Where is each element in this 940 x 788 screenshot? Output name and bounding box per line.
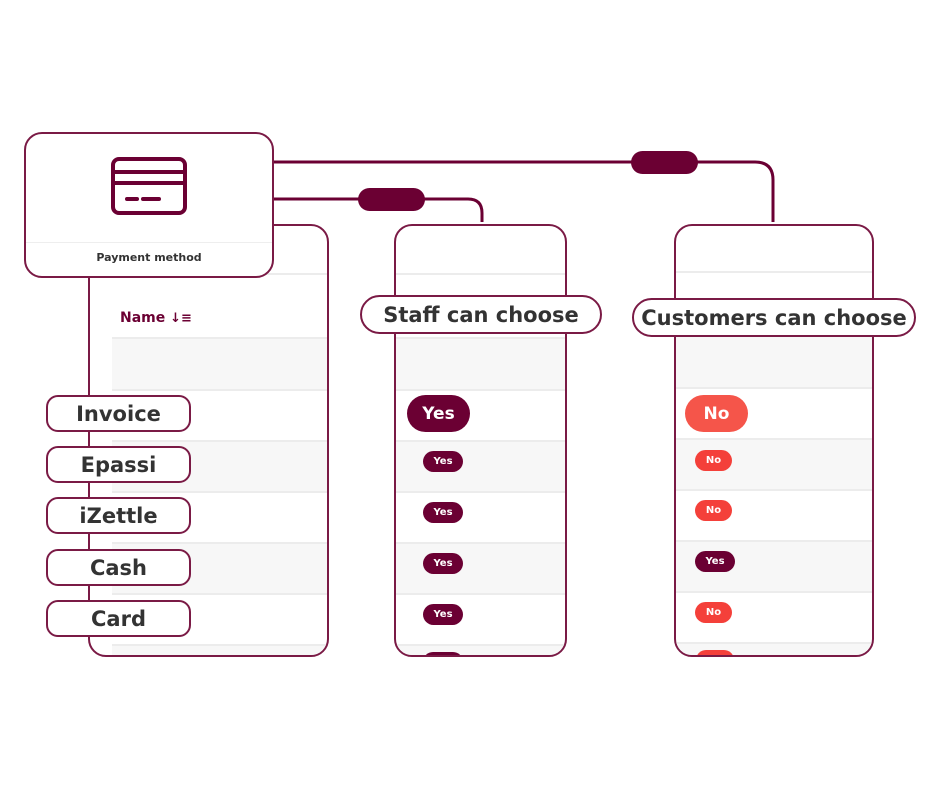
staff-column-panel bbox=[394, 224, 567, 657]
staff-badge-invoice: Yes bbox=[407, 395, 470, 432]
customers-badge-invoice: No bbox=[685, 395, 748, 432]
credit-card-icon bbox=[111, 157, 187, 215]
name-column-panel: Name ↓≡ bbox=[88, 224, 329, 657]
staff-badge-izettle: Yes bbox=[423, 502, 463, 523]
customers-badge-cash: Yes bbox=[695, 551, 735, 572]
connector-handle bbox=[631, 151, 698, 174]
staff-badge-cash: Yes bbox=[423, 553, 463, 574]
customers-column-panel bbox=[674, 224, 874, 657]
name-header[interactable]: Name ↓≡ bbox=[120, 310, 192, 326]
customers-column-label: Customers can choose bbox=[632, 298, 916, 337]
method-label-izettle: iZettle bbox=[46, 497, 191, 534]
method-label-invoice: Invoice bbox=[46, 395, 191, 432]
sort-descending-icon[interactable]: ↓≡ bbox=[170, 311, 192, 326]
customers-badge-card: No bbox=[695, 602, 732, 623]
card-title: Payment method bbox=[96, 251, 202, 264]
payment-method-card[interactable]: Payment method bbox=[24, 132, 274, 278]
staff-badge-card: Yes bbox=[423, 604, 463, 625]
staff-badge-epassi: Yes bbox=[423, 451, 463, 472]
method-label-epassi: Epassi bbox=[46, 446, 191, 483]
method-label-cash: Cash bbox=[46, 549, 191, 586]
customers-badge-izettle: No bbox=[695, 500, 732, 521]
name-header-label: Name bbox=[120, 310, 166, 326]
method-label-card: Card bbox=[46, 600, 191, 637]
staff-column-label: Staff can choose bbox=[360, 295, 602, 334]
customers-badge-epassi: No bbox=[695, 450, 732, 471]
connector-handle bbox=[358, 188, 425, 211]
